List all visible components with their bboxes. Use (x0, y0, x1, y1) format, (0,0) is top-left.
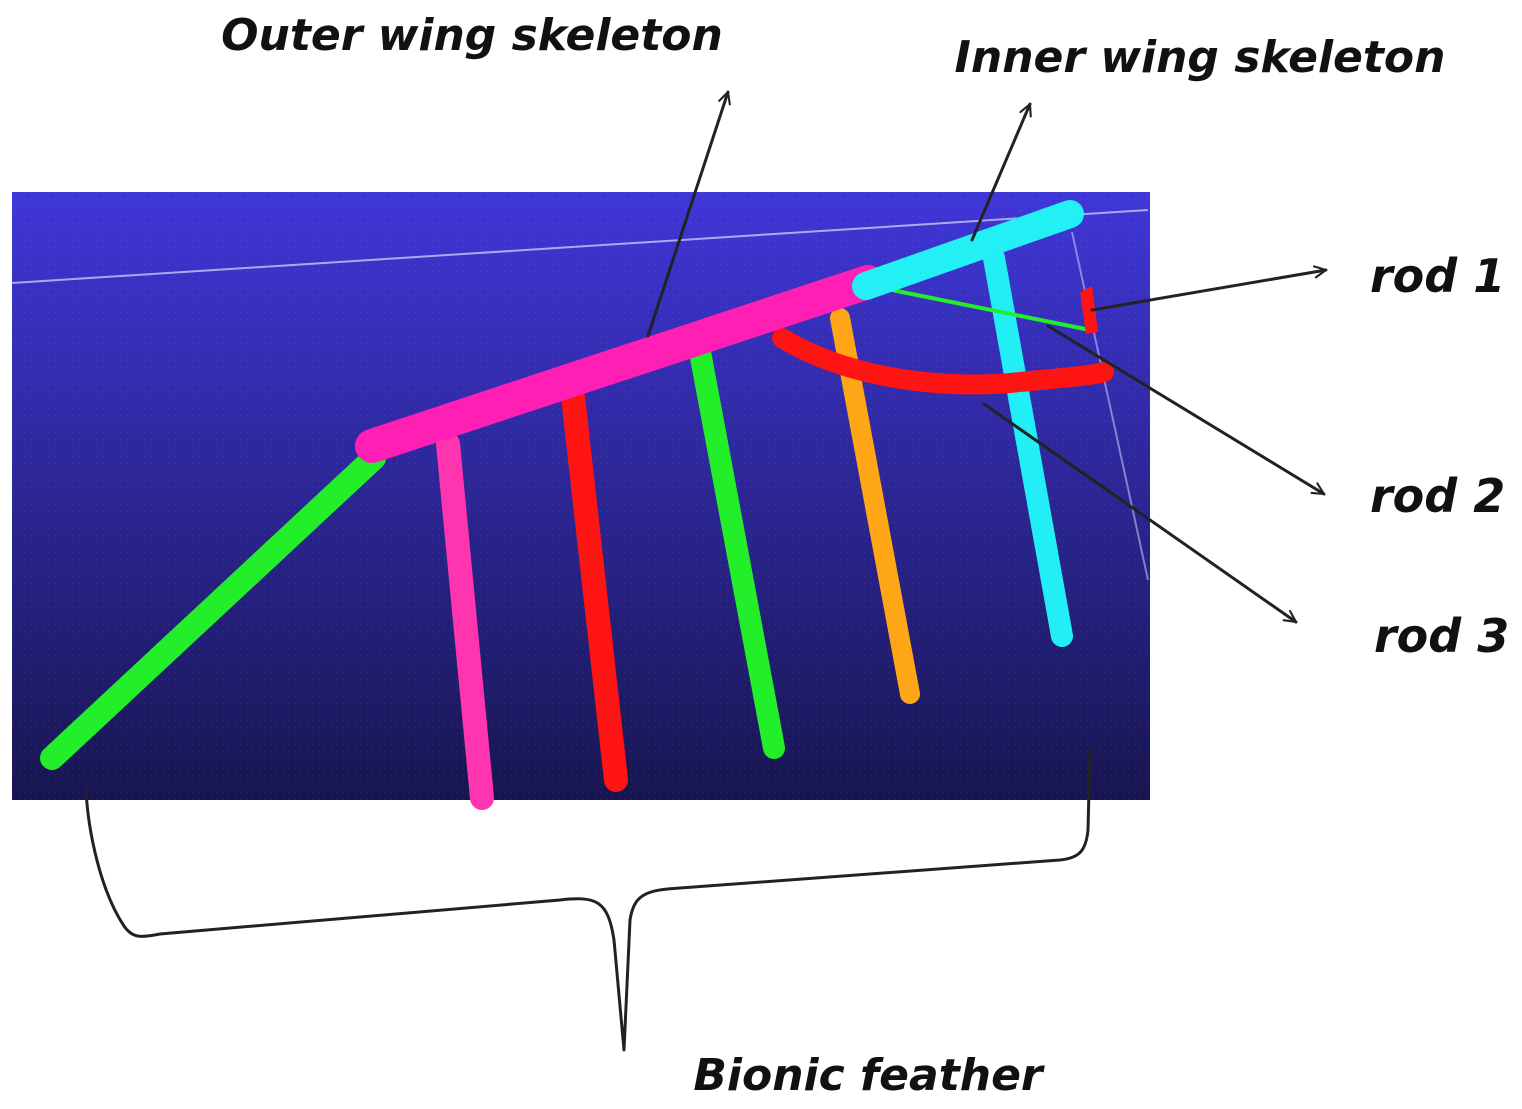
feather-rod-orange (830, 308, 920, 704)
arrow-rod-2 (1046, 324, 1326, 496)
outer-wing-skeleton-label: Outer wing skeleton (221, 10, 723, 61)
feather-rod-green (689, 341, 785, 759)
rod-3-shape (772, 328, 1114, 395)
feather-rod-red (560, 376, 628, 792)
rod-1-shape (1080, 286, 1098, 334)
inner-wing-skeleton-label: Inner wing skeleton (955, 32, 1446, 83)
bionic-feather-brace (84, 748, 1092, 1052)
arrow-rod-1 (1090, 265, 1328, 312)
feather-rod-green-diagonal (40, 446, 386, 770)
rod-2-shape (891, 288, 1091, 332)
panel-frame-line-top (11, 209, 1149, 284)
arrow-outer-wing-skeleton (646, 90, 731, 338)
rod-3-label: rod 3 (1374, 609, 1509, 663)
bionic-feather-label: Bionic feather (693, 1050, 1045, 1101)
rod-1-label: rod 1 (1370, 249, 1505, 303)
arrow-inner-wing-skeleton (970, 102, 1032, 242)
inner-wing-skeleton-shape (852, 200, 1084, 300)
arrow-rod-3 (982, 402, 1298, 624)
rod-2-label: rod 2 (1370, 469, 1505, 523)
feather-rod-cyan (983, 247, 1073, 647)
outer-wing-skeleton-shape (355, 265, 885, 463)
feather-rod-pink (436, 432, 494, 810)
